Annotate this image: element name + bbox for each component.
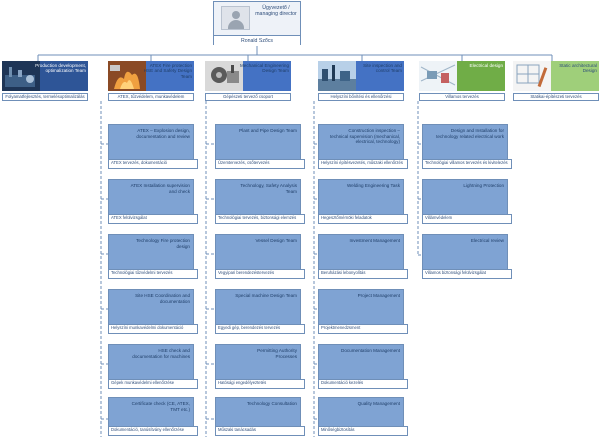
- team-label: Villamos biztonsági felülvizsgálat: [422, 269, 512, 279]
- dept-mechanical-title: Mechanical Engineering Design Team: [239, 63, 289, 74]
- team-card[interactable]: Technology Fire protection design Techno…: [108, 234, 198, 279]
- team-card[interactable]: Lightning Protection Villámvédelem: [422, 179, 512, 224]
- team-card[interactable]: Investment Management Beruházási lebonyo…: [318, 234, 408, 279]
- dept-atex-card[interactable]: ATEX Fire protection HSE and Safety Desi…: [108, 61, 194, 91]
- team-card[interactable]: Technology Consultation Műszaki tanácsad…: [215, 397, 305, 436]
- team-label: Dokumentáció kezelés: [318, 379, 408, 389]
- team-title: Technology Consultation: [246, 401, 297, 406]
- managing-director-name: Ronald Szőcs: [214, 35, 300, 46]
- team-label: Dokumentáció, tanúsítvány ellenőrzése: [108, 426, 198, 436]
- fire-photo-icon: [108, 61, 146, 91]
- team-label: Technológiai tervezés, biztonsági elemzé…: [215, 214, 305, 224]
- team-label: Minőségbiztosítás: [318, 426, 408, 436]
- team-card[interactable]: Welding Engineering Task Hegesztőmérnöki…: [318, 179, 408, 224]
- team-label: Hatósági engedélyeztetés: [215, 379, 305, 389]
- team-card[interactable]: Site HSE Coordination and documentation …: [108, 289, 198, 334]
- team-title: ATEX Installation supervision and check: [130, 183, 190, 194]
- team-title: Plant and Pipe Design Team: [239, 128, 297, 133]
- team-card[interactable]: Construction inspection – technical supe…: [318, 124, 408, 169]
- team-title: Technology, Safety Analysis Team: [240, 183, 297, 194]
- team-card[interactable]: Documentation Management Dokumentáció ke…: [318, 344, 408, 389]
- team-card[interactable]: Certificate check (CE, ATEX, TMT etc.) D…: [108, 397, 198, 436]
- person-placeholder-icon: [221, 6, 250, 30]
- team-title: Certificate check (CE, ATEX, TMT etc.): [131, 401, 190, 412]
- dept-static-card[interactable]: Static architectural Design: [513, 61, 599, 91]
- team-title: Electrical review: [470, 238, 504, 243]
- managing-director-title: Ügyvezető / managing director: [255, 5, 297, 18]
- team-title: Design and Installation for technology r…: [436, 128, 504, 139]
- team-label: ATEX felülvizsgálat: [108, 214, 198, 224]
- team-title: Site HSE Coordination and documentation: [135, 293, 190, 304]
- team-title: Welding Engineering Task: [347, 183, 400, 188]
- dept-mechanical-label: Gépészeti tervező csoport: [205, 93, 291, 101]
- dept-static-title: Static architectural Design: [559, 63, 597, 74]
- dept-electrical-title: Electrical design: [469, 63, 503, 68]
- dept-electrical-card[interactable]: Electrical design: [419, 61, 505, 91]
- dept-site-card[interactable]: Site inspection and control Team: [318, 61, 404, 91]
- team-card[interactable]: HSE check and documentation for machines…: [108, 344, 198, 389]
- dept-electrical-label: Villamos tervezés: [419, 93, 505, 101]
- team-card[interactable]: Special machine Design Team Egyedi gép, …: [215, 289, 305, 334]
- team-card[interactable]: Quality Management Minőségbiztosítás: [318, 397, 408, 436]
- dept-atex-label: ATEX, tűzvédelem, munkavédelem: [108, 93, 194, 101]
- team-label: Vegyipari berendezéstervezés: [215, 269, 305, 279]
- team-title: Investment Management: [349, 238, 400, 243]
- team-card[interactable]: Permitting Authority Processes Hatósági …: [215, 344, 305, 389]
- team-title: Special machine Design Team: [235, 293, 297, 298]
- factory-photo-icon: [2, 61, 40, 91]
- team-label: ATEX tervezés, dokumentáció: [108, 159, 198, 169]
- dept-production-card[interactable]: Production development, optimalization T…: [2, 61, 88, 91]
- team-label: Technológiai villamos tervezés és kivite…: [422, 159, 512, 169]
- team-title: Technology Fire protection design: [136, 238, 190, 249]
- team-title: Permitting Authority Processes: [257, 348, 297, 359]
- team-label: Projektmenedzsment: [318, 324, 408, 334]
- team-label: Villámvédelem: [422, 214, 512, 224]
- team-label: Hegesztőmérnöki feladatok: [318, 214, 408, 224]
- team-label: Beruházási lebonyolítás: [318, 269, 408, 279]
- machine-photo-icon: [205, 61, 243, 91]
- team-card[interactable]: Vessel Design Team Vegyipari berendezést…: [215, 234, 305, 279]
- team-card[interactable]: ATEX Installation supervision and check …: [108, 179, 198, 224]
- team-label: Helyszíni munkavédelmi dokumentáció: [108, 324, 198, 334]
- team-title: Project Management: [357, 293, 400, 298]
- dept-static-label: Statikai-építészeti tervezés: [513, 93, 599, 101]
- site-photo-icon: [318, 61, 356, 91]
- team-card[interactable]: Electrical review Villamos biztonsági fe…: [422, 234, 512, 279]
- team-label: Üzemtervezés, csőtervezés: [215, 159, 305, 169]
- team-title: Quality Management: [357, 401, 400, 406]
- electrical-photo-icon: [419, 61, 457, 91]
- managing-director-card[interactable]: Ügyvezető / managing director Ronald Sző…: [213, 1, 301, 46]
- blueprint-photo-icon: [513, 61, 551, 91]
- team-label: Egyedi gép, berendezés tervezés: [215, 324, 305, 334]
- team-card[interactable]: ATEX – Explosion design, documentation a…: [108, 124, 198, 169]
- dept-site-label: Helyszíni bővítési és ellenőrzési: [318, 93, 404, 101]
- team-label: Helyszíni építésvezetés, műszaki ellenőr…: [318, 159, 408, 169]
- team-card[interactable]: Project Management Projektmenedzsment: [318, 289, 408, 334]
- team-title: HSE check and documentation for machines: [132, 348, 190, 359]
- team-title: Documentation Management: [341, 348, 400, 353]
- team-label: Gépek munkavédelmi ellenőrzése: [108, 379, 198, 389]
- team-title: ATEX – Explosion design, documentation a…: [136, 128, 190, 139]
- team-card[interactable]: Technology, Safety Analysis Team Technol…: [215, 179, 305, 224]
- dept-site-title: Site inspection and control Team: [363, 63, 402, 74]
- dept-production-label: Folyamatfejlesztés, termelésoptimalizálá…: [2, 93, 88, 101]
- team-label: Technológiai tűzvédelmi tervezés: [108, 269, 198, 279]
- dept-mechanical-card[interactable]: Mechanical Engineering Design Team: [205, 61, 291, 91]
- team-title: Construction inspection – technical supe…: [330, 128, 400, 144]
- team-title: Vessel Design Team: [255, 238, 297, 243]
- dept-atex-title: ATEX Fire protection HSE and Safety Desi…: [143, 63, 192, 79]
- dept-production-title: Production development, optimalization T…: [35, 63, 86, 74]
- team-title: Lightning Protection: [463, 183, 504, 188]
- team-card[interactable]: Plant and Pipe Design Team Üzemtervezés,…: [215, 124, 305, 169]
- team-label: Műszaki tanácsadás: [215, 426, 305, 436]
- team-card[interactable]: Design and Installation for technology r…: [422, 124, 512, 169]
